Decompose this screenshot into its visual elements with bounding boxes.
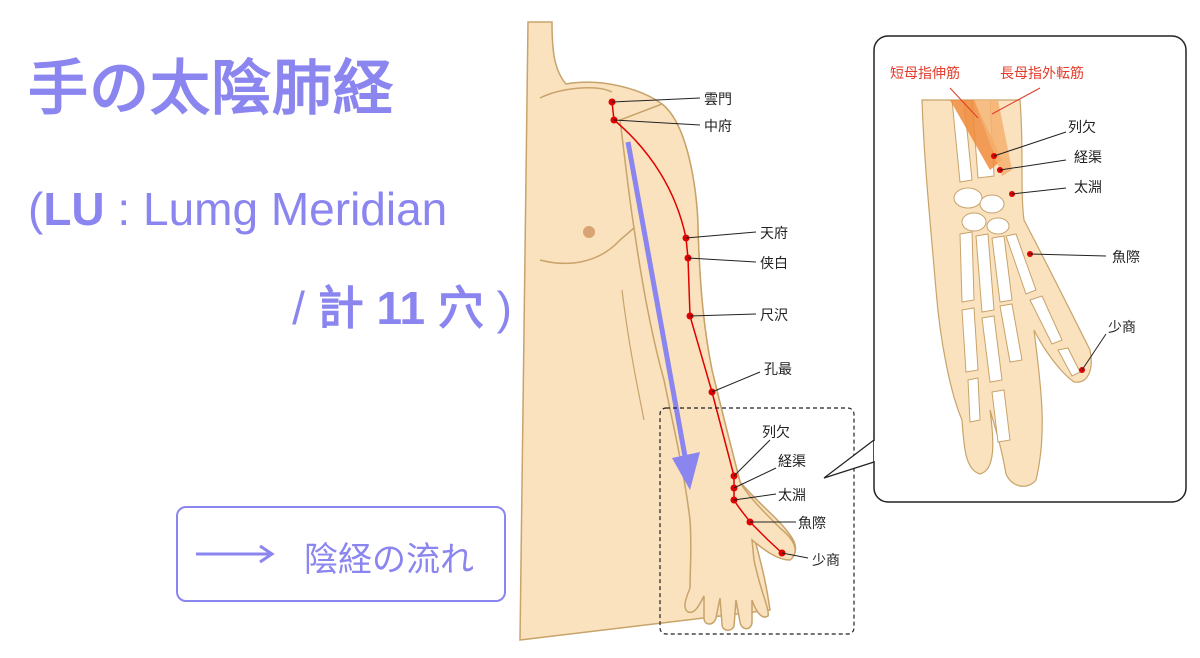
- inset-callout-pointer: [823, 438, 875, 479]
- count-prefix: /: [292, 282, 318, 334]
- label-taien: 太淵: [778, 488, 806, 504]
- label-muscle-brevis: 短母指伸筋: [890, 65, 960, 82]
- page-title: 手の太陰肺経: [28, 54, 394, 124]
- meridian-line: [611, 101, 783, 554]
- chest-contour: [539, 227, 635, 265]
- label-tenpu: 天府: [760, 226, 788, 242]
- label-gyosai: 魚際: [798, 516, 826, 532]
- muscle-longus: [974, 100, 1012, 176]
- label-keikyo: 経渠: [778, 454, 806, 470]
- label-rekketsu: 列欠: [762, 425, 790, 441]
- meridian-code: LU: [43, 183, 105, 235]
- focus-region-box: [659, 407, 855, 635]
- inset-hand: [921, 99, 1092, 487]
- legend-box: 陰経の流れ: [176, 506, 506, 602]
- label-shosho: 少商: [812, 553, 840, 569]
- inset-label-shosho: 少商: [1108, 320, 1136, 336]
- inset-label-rekketsu: 列欠: [1068, 120, 1096, 136]
- label-unmon: 雲門: [704, 92, 732, 108]
- label-shakutaku: 尺沢: [760, 308, 788, 324]
- inset-leader-lines: [993, 131, 1107, 371]
- inset-label-keikyo: 経渠: [1074, 150, 1102, 166]
- count-suffix: ): [483, 282, 512, 334]
- subtitle-open-paren: (: [28, 183, 44, 235]
- inset-label-taien: 太淵: [1074, 180, 1102, 196]
- arm: [619, 103, 796, 631]
- right-arrow-icon: [196, 544, 275, 564]
- label-chufu: 中府: [704, 119, 732, 135]
- meridian-subtitle: (LU : Lumg Meridian: [28, 182, 447, 236]
- flow-arrow-head: [672, 452, 700, 490]
- legend-label: 陰経の流れ: [304, 540, 474, 580]
- inset-label-gyosai: 魚際: [1112, 250, 1140, 266]
- forearm-contour: [621, 289, 645, 421]
- muscle-brevis: [950, 100, 1002, 170]
- label-kyohaku: 侠白: [760, 256, 788, 272]
- count-label: 計 11 穴: [317, 282, 484, 334]
- nipple: [583, 226, 595, 238]
- point-count: / 計 11 穴 ): [292, 272, 512, 338]
- meridian-name: : Lumg Meridian: [104, 183, 448, 235]
- label-kosai: 孔最: [764, 362, 792, 378]
- body-contour: [539, 87, 613, 99]
- flow-arrow-line: [625, 141, 689, 463]
- label-muscle-longus: 長母指外転筋: [1000, 65, 1084, 82]
- leader-lines: [611, 97, 809, 559]
